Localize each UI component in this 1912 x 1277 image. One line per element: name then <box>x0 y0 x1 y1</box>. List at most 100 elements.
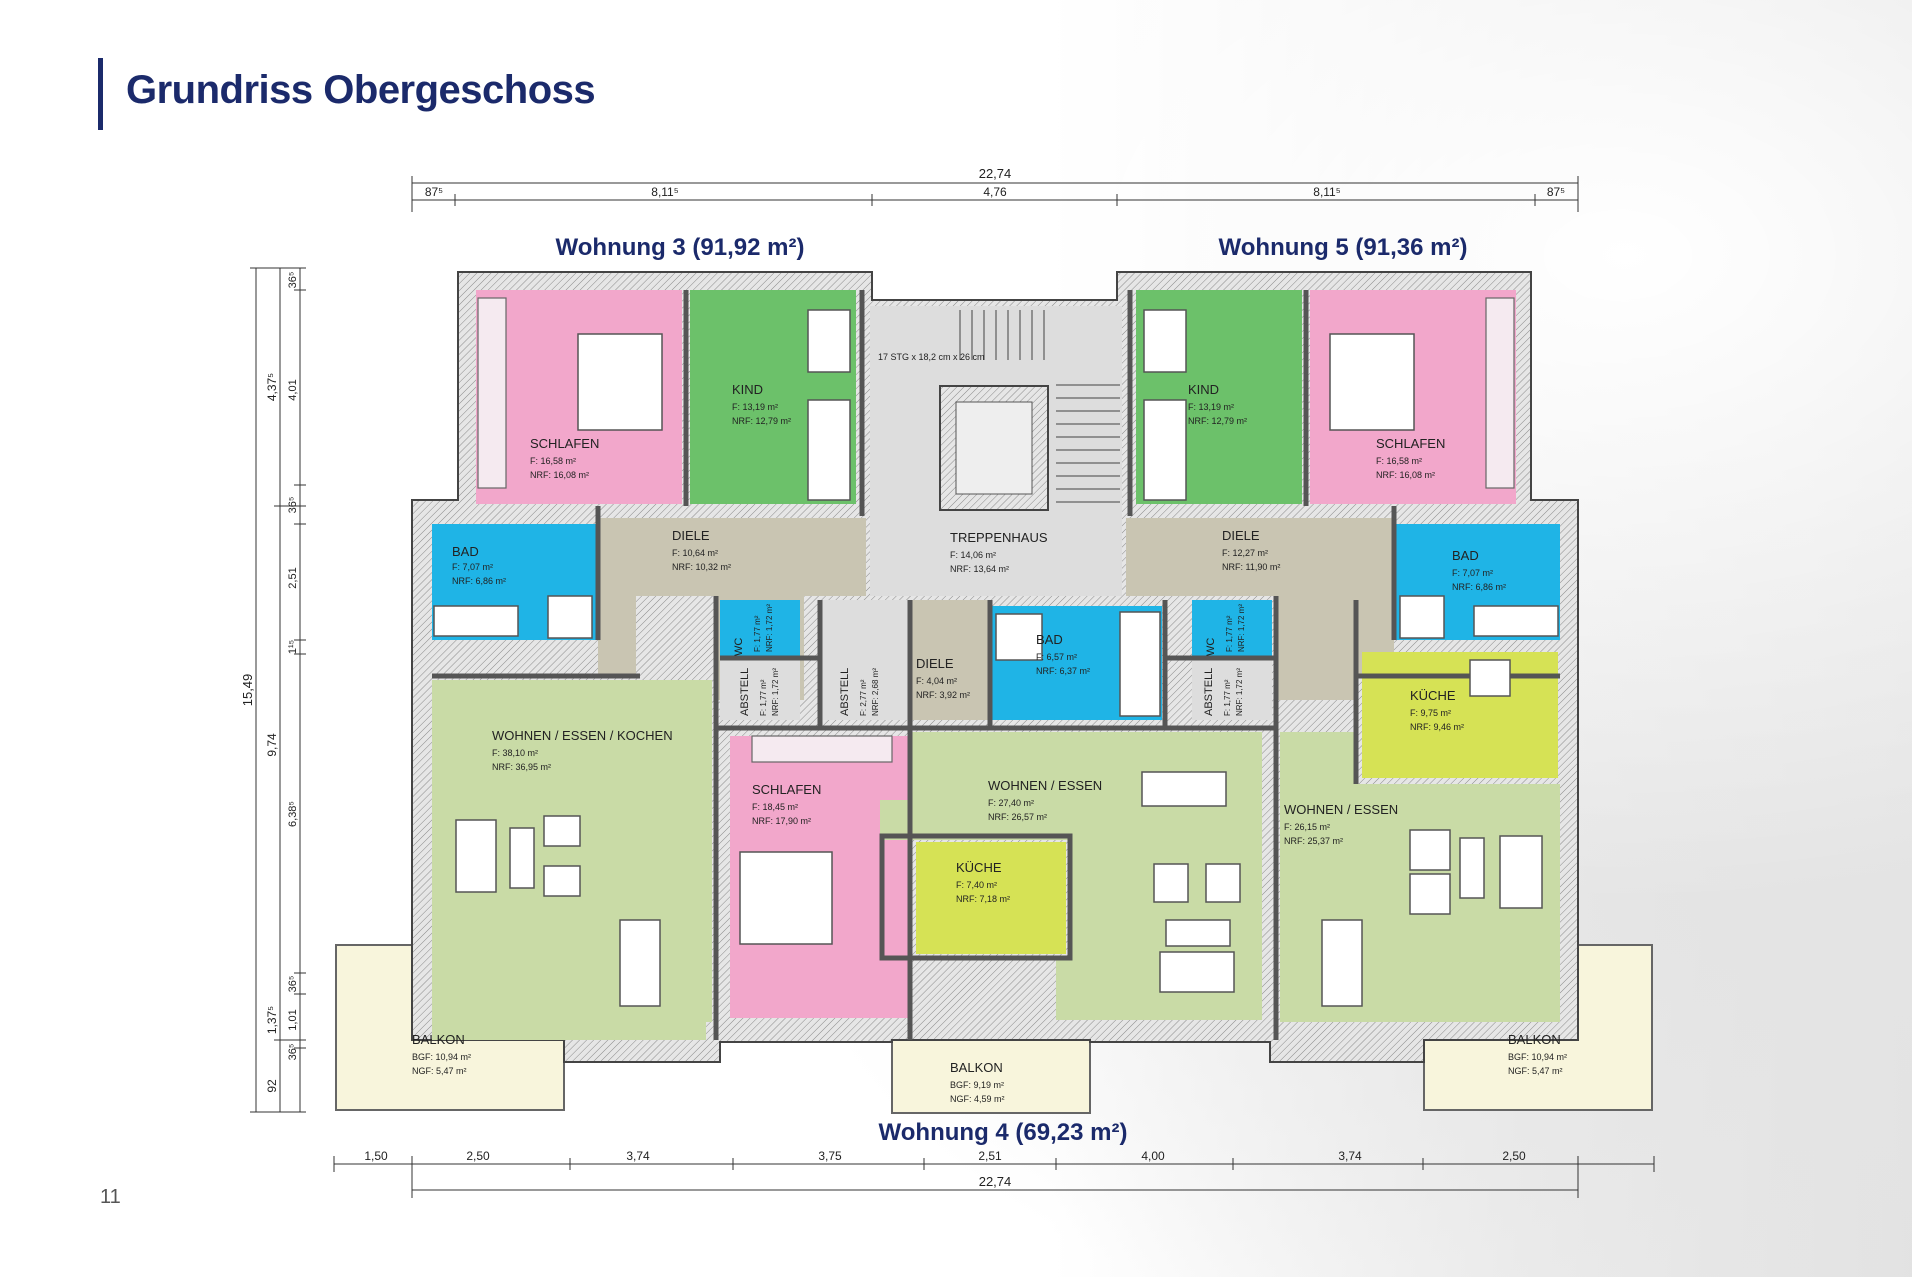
dining-table-icon <box>1321 919 1363 1007</box>
dim-top: 8,11⁵ <box>651 185 678 199</box>
room-name: KÜCHE <box>956 860 1002 875</box>
room-area: NRF: 12,79 m² <box>732 416 791 426</box>
room-abstell-w5 <box>1192 660 1272 720</box>
room-name: WOHNEN / ESSEN / KOCHEN <box>492 728 673 743</box>
page-number: 11 <box>100 1186 121 1208</box>
room-abstell-w3 <box>720 660 800 720</box>
sofa-icon <box>1499 835 1543 909</box>
dim-left-inner: 1¹⁵ <box>287 640 299 654</box>
shower-icon <box>995 613 1043 661</box>
room-area: NRF: 12,79 m² <box>1188 416 1247 426</box>
room-name: WC <box>1205 638 1217 656</box>
dim-bottom: 2,50 <box>466 1149 490 1163</box>
dim-left-inner: 6,38⁵ <box>287 801 299 827</box>
page-title: Grundriss Obergeschoss <box>126 68 596 112</box>
armchair-icon <box>1205 863 1241 903</box>
room-abstell-w4 <box>822 600 910 720</box>
staircase <box>959 310 1120 503</box>
room-area: NRF: 1,72 m² <box>771 668 780 716</box>
room-kueche-w5 <box>1362 652 1558 778</box>
room-area: NRF: 2,68 m² <box>871 668 880 716</box>
desk-icon <box>807 309 851 373</box>
dim-bottom: 4,00 <box>1141 1149 1165 1163</box>
room-name: SCHLAFEN <box>530 436 599 451</box>
room-area: F: 16,58 m² <box>1376 456 1422 466</box>
armchair-icon <box>543 865 581 897</box>
left-dimensions <box>250 267 306 1113</box>
title-accent-bar <box>98 58 103 130</box>
dim-left-inner: 36⁵ <box>287 272 299 289</box>
room-area: NRF: 16,08 m² <box>1376 470 1435 480</box>
room-area: NGF: 4,59 m² <box>950 1094 1005 1104</box>
dim-left: 4,37⁵ <box>265 373 279 401</box>
room-name: WOHNEN / ESSEN <box>988 778 1102 793</box>
bed-icon <box>1143 399 1187 501</box>
room-name: WC <box>733 638 745 656</box>
sofa-icon <box>1159 951 1235 993</box>
room-name: TREPPENHAUS <box>950 530 1048 545</box>
dim-left: 9,74 <box>265 733 279 757</box>
apartment-label-w3: Wohnung 3 (91,92 m²) <box>556 234 805 261</box>
room-wc-w3 <box>720 600 800 656</box>
room-area: NRF: 1,72 m² <box>1237 604 1246 652</box>
room-area: NRF: 13,64 m² <box>950 564 1009 574</box>
armchair-icon <box>543 815 581 847</box>
room-area: NRF: 1,72 m² <box>765 604 774 652</box>
stair-info: 17 STG x 18,2 cm x 26 cm <box>878 352 985 362</box>
dining-table-icon <box>1141 771 1227 807</box>
room-area: NRF: 36,95 m² <box>492 762 551 772</box>
armchair-icon <box>1409 829 1451 871</box>
room-area: NRF: 7,18 m² <box>956 894 1010 904</box>
dim-bottom: 3,75 <box>818 1149 842 1163</box>
kueche-w4-fill <box>916 842 1066 912</box>
room-name: BAD <box>452 544 479 559</box>
armchair-icon <box>1153 863 1189 903</box>
room-area: F: 4,04 m² <box>916 676 957 686</box>
table-icon <box>509 827 535 889</box>
dim-left-inner: 1,01 <box>287 1009 299 1030</box>
room-area: NRF: 6,37 m² <box>1036 666 1090 676</box>
room-area: F: 26,15 m² <box>1284 822 1330 832</box>
room-area: F: 7,40 m² <box>956 880 997 890</box>
dim-top: 87⁵ <box>425 185 443 199</box>
kueche-w4-walls <box>879 833 1073 961</box>
room-area: F: 16,58 m² <box>530 456 576 466</box>
room-diele-w4 <box>912 600 990 720</box>
room-area: F: 18,45 m² <box>752 802 798 812</box>
room-area: NGF: 5,47 m² <box>412 1066 467 1076</box>
room-area: F: 14,06 m² <box>950 550 996 560</box>
room-name: SCHLAFEN <box>752 782 821 797</box>
apartment-label-w4: Wohnung 4 (69,23 m²) <box>879 1119 1128 1146</box>
room-area: F: 7,07 m² <box>1452 568 1493 578</box>
room-area: NRF: 16,08 m² <box>530 470 589 480</box>
room-wc-w5 <box>1192 600 1272 656</box>
room-area: F: 10,64 m² <box>672 548 718 558</box>
dining-table-icon <box>1469 659 1511 697</box>
dim-left: 1,37⁵ <box>265 1006 279 1034</box>
room-area: F: 1,77 m² <box>759 679 768 716</box>
dim-bottom-total: 22,74 <box>979 1174 1012 1189</box>
room-area: F: 9,75 m² <box>1410 708 1451 718</box>
room-name: KÜCHE <box>1410 688 1456 703</box>
room-labels: SCHLAFEN F: 16,58 m² NRF: 16,08 m² KIND … <box>412 352 1567 1104</box>
apartment-label-w5: Wohnung 5 (91,36 m²) <box>1219 234 1468 261</box>
room-area: F: 38,10 m² <box>492 748 538 758</box>
room-name: ABSTELL <box>739 668 751 716</box>
room-area: F: 1,77 m² <box>1225 615 1234 652</box>
room-area: F: 27,40 m² <box>988 798 1034 808</box>
room-name: DIELE <box>1222 528 1260 543</box>
dining-table-icon <box>619 919 661 1007</box>
desk-icon <box>1143 309 1187 373</box>
bed-icon <box>739 851 833 945</box>
bathtub-icon <box>433 605 519 637</box>
room-area: BGF: 9,19 m² <box>950 1080 1004 1090</box>
sofa-icon <box>455 819 497 893</box>
room-area: NRF: 10,32 m² <box>672 562 731 572</box>
shower-icon <box>1399 595 1445 639</box>
room-name: ABSTELL <box>839 668 851 716</box>
room-area: NRF: 17,90 m² <box>752 816 811 826</box>
dim-top: 4,76 <box>983 185 1007 199</box>
room-area: NRF: 11,90 m² <box>1222 562 1280 572</box>
room-name: BALKON <box>1508 1032 1561 1047</box>
